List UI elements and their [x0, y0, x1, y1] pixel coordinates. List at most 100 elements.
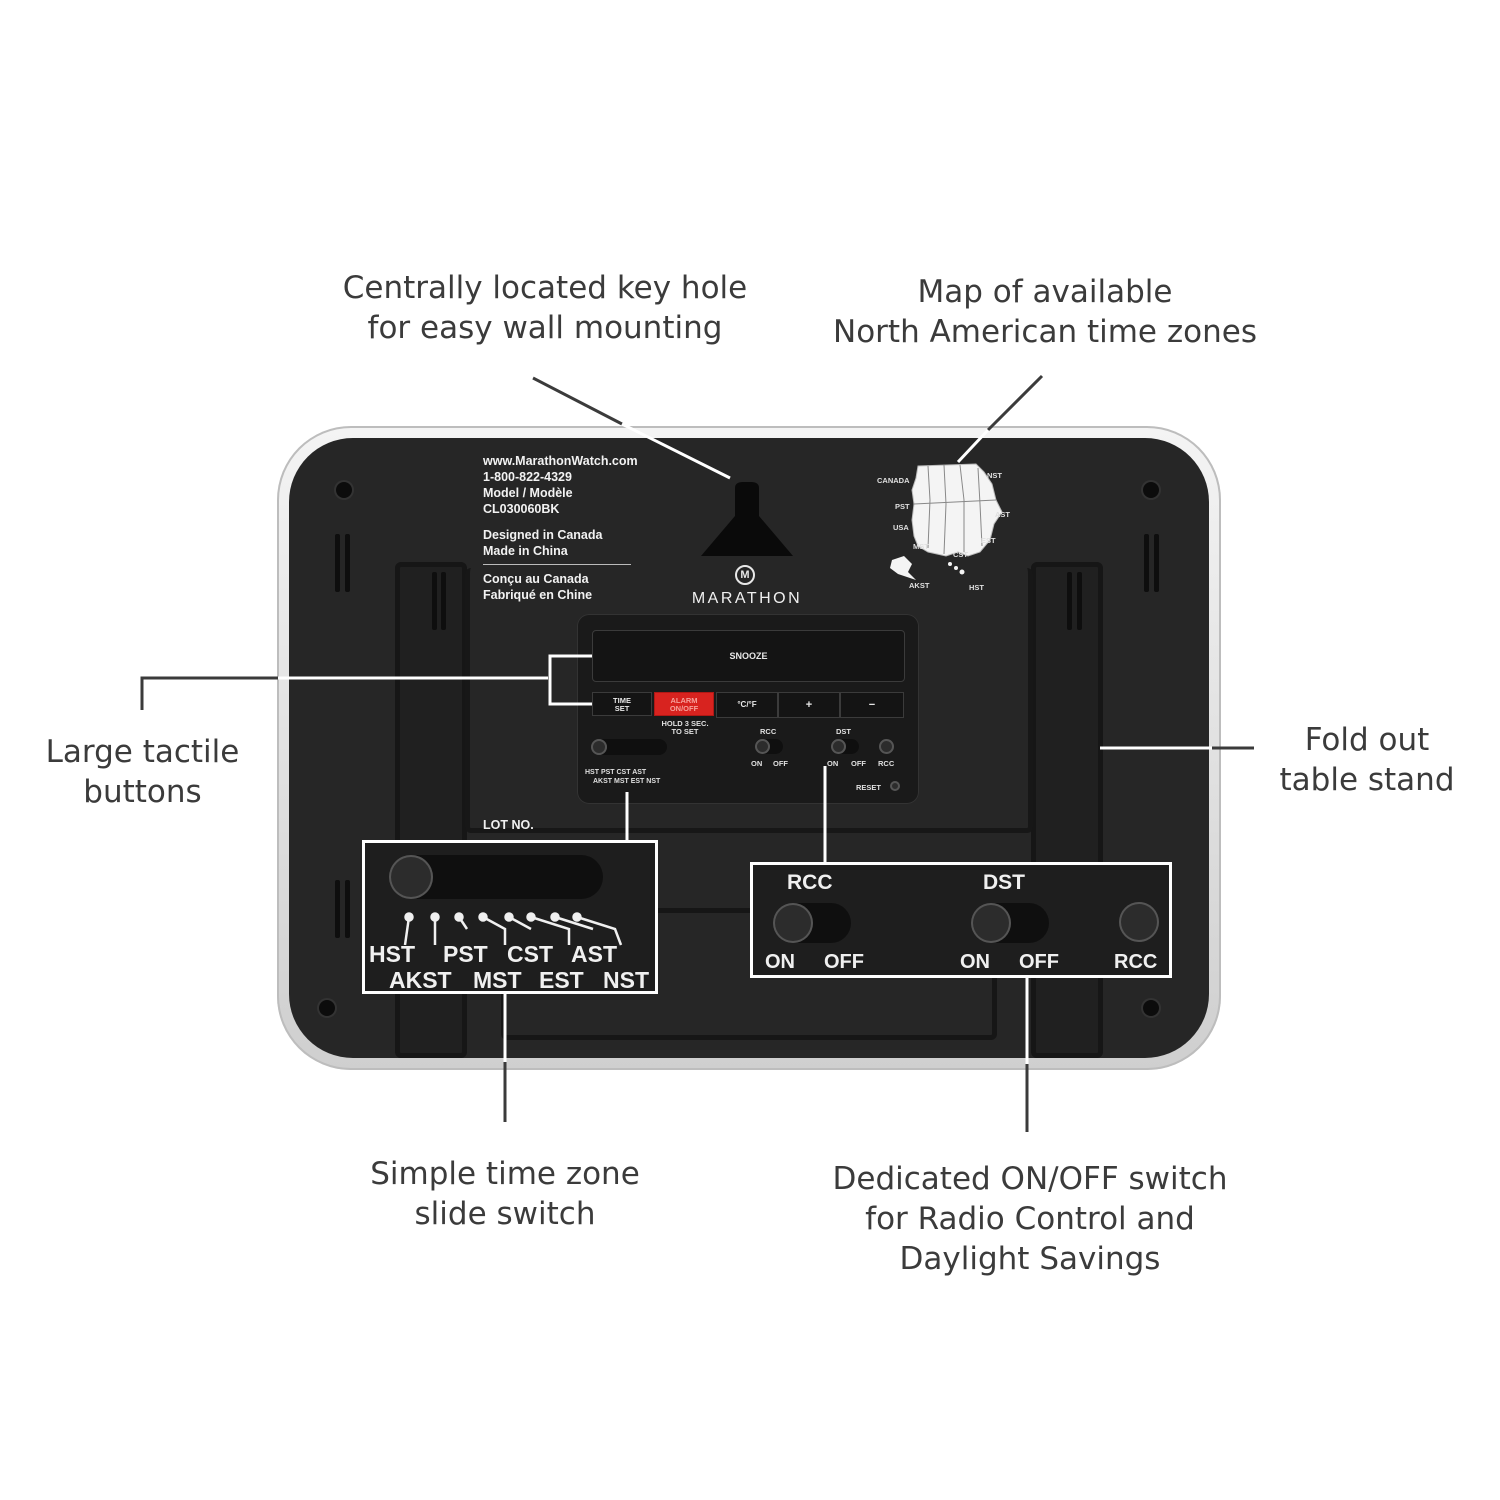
callout-onoff-line3: Daylight Savings [899, 1241, 1161, 1277]
brand-mark: M [740, 569, 750, 581]
rcc-off-label: OFF [824, 951, 864, 973]
rcc-on-label: ON [765, 951, 795, 973]
vent-slot [1067, 572, 1072, 630]
rcc-switch-knob[interactable] [773, 903, 813, 943]
info-divider [483, 564, 631, 565]
snooze-label: SNOOZE [729, 651, 768, 661]
device-info: www.MarathonWatch.com 1-800-822-4329 Mod… [483, 453, 638, 603]
time-set-label-1: TIME [613, 696, 631, 705]
snooze-button[interactable]: SNOOZE [592, 630, 905, 682]
dst-off-label: OFF [1019, 951, 1059, 973]
callout-onoff-line1: Dedicated ON/OFF switch [832, 1161, 1228, 1197]
website: www.MarathonWatch.com [483, 454, 638, 468]
rcc-button-small[interactable] [879, 739, 894, 754]
callout-buttons: Large tactile buttons [20, 732, 265, 812]
rcc-button-label-small: RCC [878, 759, 895, 768]
timezone-labels-top-small: HST PST CST AST [585, 769, 647, 776]
rcc-on-small: ON [751, 759, 763, 768]
vent-slot [1154, 534, 1159, 592]
time-zone-map-icon [890, 463, 1003, 580]
map-label-mst: MST [913, 542, 929, 551]
vent-slot [345, 880, 350, 938]
model-label: Model / Modèle [483, 486, 573, 500]
timezone-position-ticks [403, 912, 623, 946]
timezone-switch-zoom: HST PST CST AST AKST MST EST NST [362, 840, 658, 994]
callout-timezone-line2: slide switch [414, 1196, 596, 1232]
map-label-ast: AST [995, 510, 1010, 519]
vent-slot [432, 572, 437, 630]
tz-label-mst: MST [473, 967, 522, 993]
callout-timezone-line1: Simple time zone [370, 1156, 640, 1192]
rcc-dst-switch-zoom: RCC ON OFF DST ON OFF RCC [750, 862, 1172, 978]
tz-label-pst: PST [443, 941, 488, 967]
callout-stand-line2: table stand [1279, 762, 1455, 798]
reset-button[interactable] [890, 781, 900, 791]
callout-buttons-line2: buttons [83, 774, 202, 810]
rcc-button[interactable] [1119, 902, 1159, 942]
time-set-label-2: SET [614, 704, 630, 713]
timezone-slider-knob-small[interactable] [591, 739, 607, 755]
timezone-slider-knob[interactable] [389, 855, 433, 899]
map-label-hst: HST [969, 583, 984, 592]
dst-off-small: OFF [851, 759, 866, 768]
map-label-akst: AKST [909, 581, 930, 590]
map-label-usa: USA [893, 523, 909, 532]
callout-timezone-switch: Simple time zone slide switch [345, 1154, 665, 1234]
callout-keyhole: Centrally located key hole for easy wall… [320, 268, 770, 348]
map-label-pst: PST [895, 502, 910, 511]
rcc-switch-title: RCC [787, 871, 833, 894]
map-label-est: EST [981, 536, 996, 545]
tz-label-akst: AKST [389, 967, 452, 993]
vent-slot [335, 880, 340, 938]
minus-button[interactable]: − [840, 692, 904, 718]
callout-onoff-line2: for Radio Control and [865, 1201, 1195, 1237]
callout-map: Map of available North American time zon… [815, 272, 1275, 352]
rcc-label-small: RCC [760, 727, 777, 736]
designed-in: Designed in Canada [483, 528, 603, 542]
screw-top-left [336, 482, 352, 498]
keyhole-icon [701, 482, 793, 556]
alarm-label-1: ALARM [670, 696, 698, 705]
rcc-button-label: RCC [1114, 951, 1158, 973]
map-label-cst: CST [953, 550, 968, 559]
alarm-on-off-button[interactable]: ALARM ON/OFF [654, 692, 714, 716]
vent-slot [335, 534, 340, 592]
callout-map-line2: North American time zones [833, 314, 1257, 350]
lot-number-label: LOT NO. [483, 818, 534, 832]
hold-hint-line1: HOLD 3 SEC. [661, 719, 709, 728]
callout-keyhole-line2: for easy wall mounting [367, 310, 723, 346]
map-label-canada: CANADA [877, 476, 910, 485]
plus-button[interactable]: + [778, 692, 840, 718]
fabrique-en: Fabriqué en Chine [483, 588, 593, 602]
tz-label-cst: CST [507, 941, 553, 967]
plus-label: + [805, 699, 813, 711]
model-number: CL030060BK [483, 502, 560, 516]
brand-logo-icon: M [735, 565, 755, 585]
rcc-off-small: OFF [773, 759, 788, 768]
rcc-switch-knob-small[interactable] [755, 739, 770, 754]
timezone-labels-bottom-small: AKST MST EST NST [593, 778, 661, 785]
callout-keyhole-line1: Centrally located key hole [342, 270, 748, 306]
screw-top-right [1143, 482, 1159, 498]
vent-slot [441, 572, 446, 630]
dst-switch-knob[interactable] [971, 903, 1011, 943]
map-label-nst: NST [987, 471, 1002, 480]
made-in: Made in China [483, 544, 568, 558]
time-set-button[interactable]: TIME SET [592, 692, 652, 716]
temp-unit-button[interactable]: °C/°F [716, 692, 778, 718]
vent-slot [345, 534, 350, 592]
tz-label-ast: AST [571, 941, 617, 967]
alarm-label-2: ON/OFF [669, 704, 699, 713]
callout-buttons-line1: Large tactile [45, 734, 240, 770]
stand-bottom [465, 568, 1033, 833]
dst-switch-knob-small[interactable] [831, 739, 846, 754]
dst-on-label: ON [960, 951, 990, 973]
temp-unit-label: °C/°F [737, 700, 757, 709]
tz-label-nst: NST [603, 967, 649, 993]
screw-bottom-left [319, 1000, 335, 1016]
minus-label: − [868, 699, 876, 711]
timezone-slider-small[interactable] [591, 739, 667, 755]
reset-label: RESET [856, 783, 882, 792]
tz-label-est: EST [539, 967, 584, 993]
